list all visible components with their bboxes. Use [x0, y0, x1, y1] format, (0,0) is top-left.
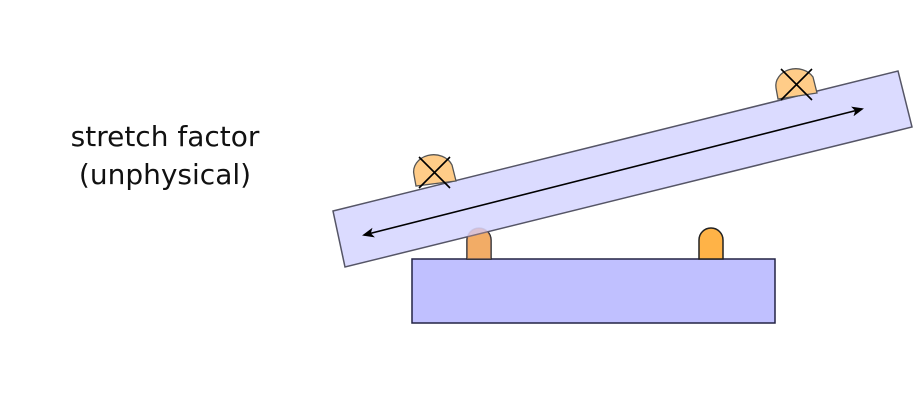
double-headed-arrow-icon — [362, 106, 864, 238]
support-peg-right — [698, 227, 724, 260]
ghost-peg-right — [775, 68, 818, 101]
caption-line-1: stretch factor — [70, 120, 260, 153]
support-peg-left-overlap — [467, 228, 491, 259]
base-block — [411, 258, 776, 324]
caption: stretch factor (unphysical) — [40, 118, 290, 194]
caption-line-2: (unphysical) — [78, 158, 252, 191]
x-mark-icon — [780, 68, 813, 101]
